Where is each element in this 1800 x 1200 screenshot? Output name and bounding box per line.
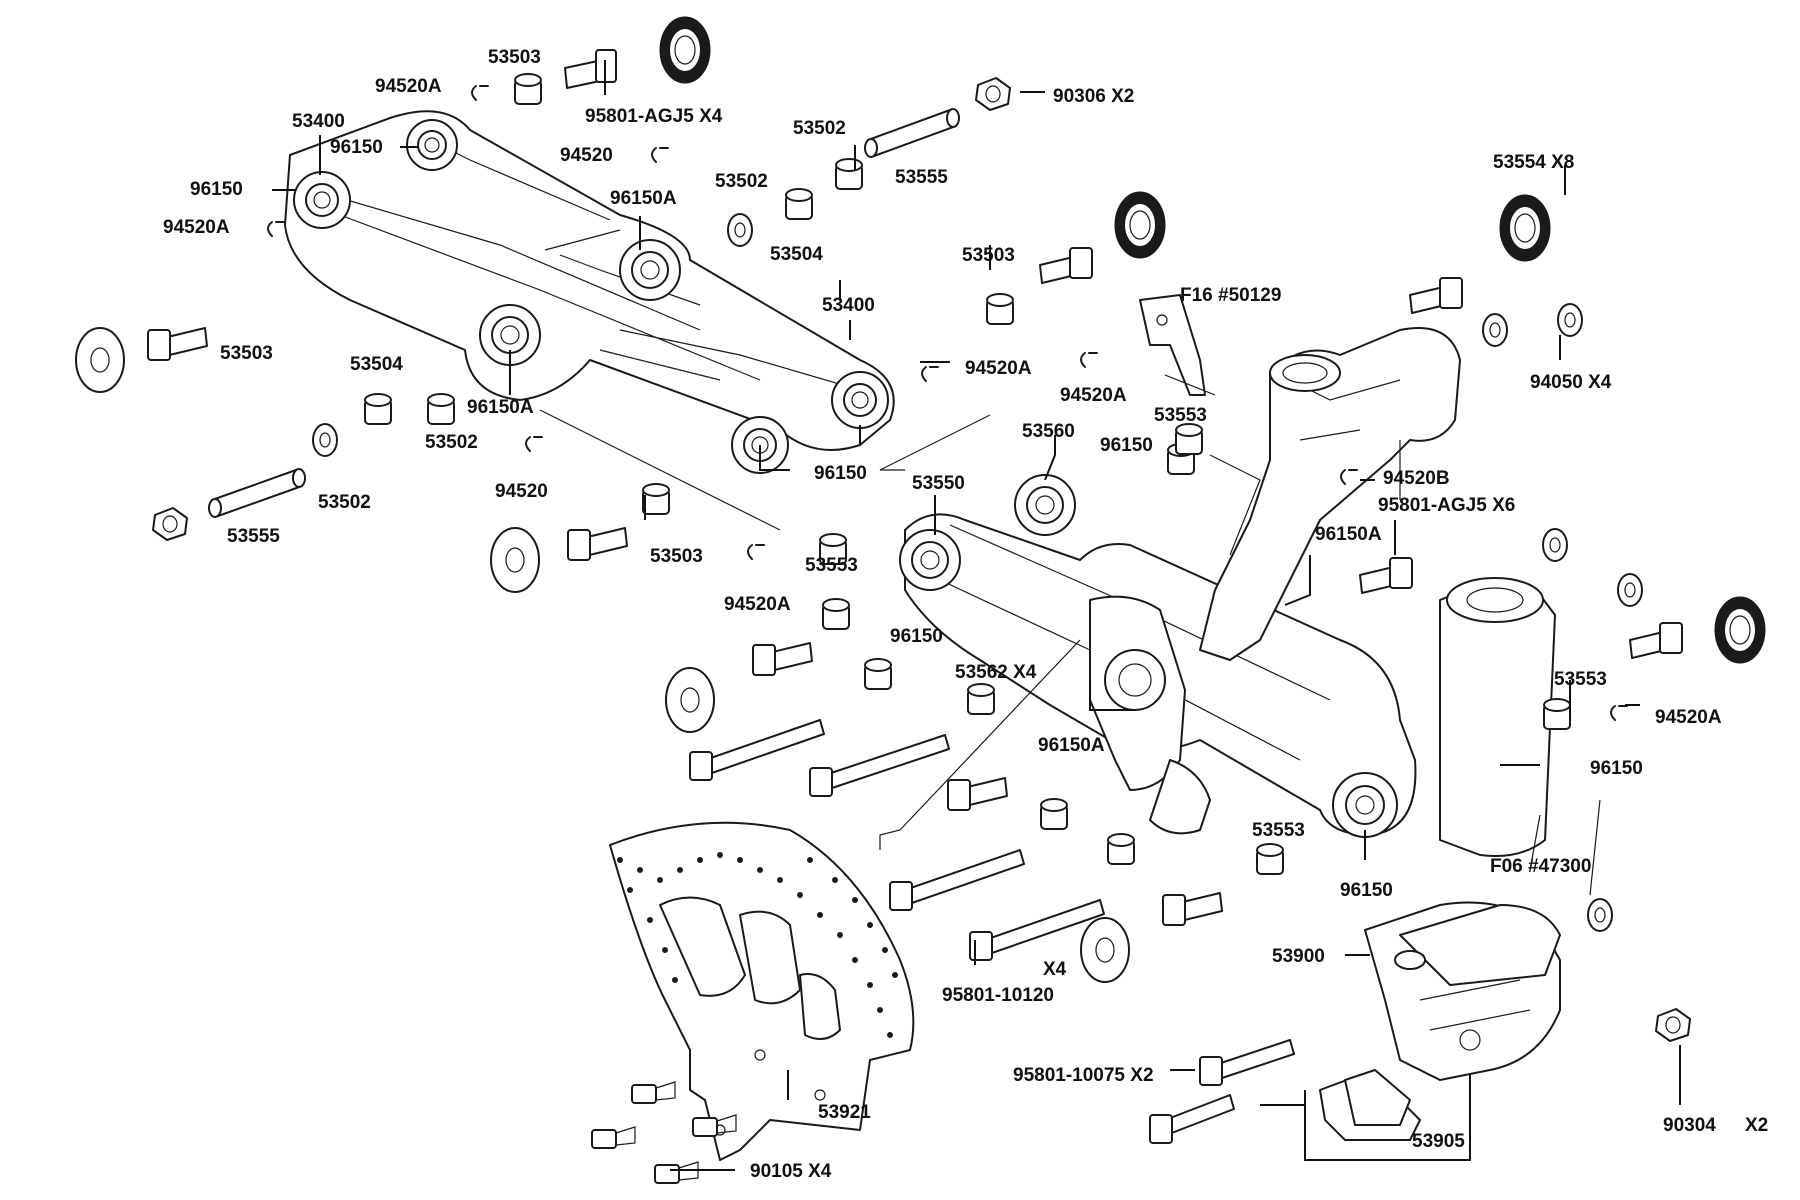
label-53553: 53553: [805, 555, 858, 576]
bushings: [364, 73, 1571, 875]
seal-top: [659, 16, 711, 84]
label-94520: 94520: [560, 145, 613, 166]
bolts: [147, 49, 1683, 1184]
label-96150: 96150: [1590, 758, 1643, 779]
label-53503: 53503: [220, 343, 273, 364]
label-94520A: 94520A: [1655, 707, 1722, 728]
reference-lines: [539, 409, 1601, 896]
label-96150A: 96150A: [610, 188, 677, 209]
wheel-knuckle: [1089, 327, 1556, 857]
label-53554-x8: 53554 X8: [1493, 152, 1574, 173]
label-53400: 53400: [822, 295, 875, 316]
label-53504: 53504: [350, 354, 403, 375]
label-95801-agj5-x6: 95801-AGJ5 X6: [1378, 495, 1515, 516]
label-96150A: 96150A: [1038, 735, 1105, 756]
washer-lower: [1080, 917, 1130, 983]
label-96150: 96150: [890, 626, 943, 647]
washer-left-3: [665, 667, 715, 733]
label-94520A: 94520A: [375, 76, 442, 97]
label-95801-10075-x2: 95801-10075 X2: [1013, 1065, 1154, 1086]
washer-left-2: [490, 527, 540, 593]
label-53503: 53503: [488, 47, 541, 68]
label-53553: 53553: [1554, 669, 1607, 690]
label-53502: 53502: [715, 171, 768, 192]
label-90304-x2: X2: [1745, 1115, 1768, 1136]
label-x4: X4: [1043, 959, 1067, 980]
label-90105-x4: 90105 X4: [750, 1161, 832, 1182]
washers: [75, 213, 1643, 983]
label-94050-x4: 94050 X4: [1530, 372, 1612, 393]
washer-left-1: [75, 327, 125, 393]
brake-disc: [609, 821, 915, 1161]
brake-pad-box: [1304, 1069, 1471, 1161]
label-53921: 53921: [818, 1102, 871, 1123]
label-53553: 53553: [1252, 820, 1305, 841]
label-96150: 96150: [1100, 435, 1153, 456]
clips: [267, 85, 1628, 721]
label-96150: 96150: [190, 179, 243, 200]
callout-labels: 53503 94520A 95801-AGJ5 X4 90306 X2 5340…: [163, 47, 1768, 1182]
label-53553: 53553: [1154, 405, 1207, 426]
label-94520A: 94520A: [724, 594, 791, 615]
label-94520A: 94520A: [1060, 385, 1127, 406]
leader-lines: [272, 60, 1681, 1171]
label-90306-x2: 90306 X2: [1053, 86, 1134, 107]
nuts: [152, 77, 1691, 1042]
label-53550: 53550: [912, 473, 965, 494]
label-53502: 53502: [793, 118, 846, 139]
label-95801-10120: 95801-10120: [942, 985, 1054, 1006]
seal-far-right: [1714, 596, 1766, 664]
label-96150A: 96150A: [467, 397, 534, 418]
label-96150: 96150: [814, 463, 867, 484]
label-94520A: 94520A: [163, 217, 230, 238]
label-53905: 53905: [1412, 1131, 1465, 1152]
label-53503: 53503: [962, 245, 1015, 266]
label-53555: 53555: [227, 526, 280, 547]
label-96150: 96150: [330, 137, 383, 158]
label-94520B: 94520B: [1383, 468, 1450, 489]
label-94520A: 94520A: [965, 358, 1032, 379]
label-53562-x4: 53562 X4: [955, 662, 1037, 683]
label-94520: 94520: [495, 481, 548, 502]
label-53502: 53502: [425, 432, 478, 453]
label-f06: F06 #47300: [1490, 856, 1591, 877]
seal-right: [1499, 194, 1551, 262]
label-53555: 53555: [895, 167, 948, 188]
label-96150: 96150: [1340, 880, 1393, 901]
label-95801-agj5-x4: 95801-AGJ5 X4: [585, 106, 723, 127]
label-90304: 90304: [1663, 1115, 1716, 1136]
seals: [659, 16, 1766, 664]
label-53400: 53400: [292, 111, 345, 132]
bracket-f16: [1139, 294, 1216, 396]
label-53504: 53504: [770, 244, 823, 265]
label-f16: F16 #50129: [1180, 285, 1281, 306]
seal-mid: [1114, 191, 1166, 259]
upper-swing-arm: [284, 110, 895, 474]
label-53560: 53560: [1022, 421, 1075, 442]
label-53900: 53900: [1272, 946, 1325, 967]
label-53502: 53502: [318, 492, 371, 513]
label-53503: 53503: [650, 546, 703, 567]
brake-caliper: [1364, 901, 1561, 1081]
label-96150A: 96150A: [1315, 524, 1382, 545]
